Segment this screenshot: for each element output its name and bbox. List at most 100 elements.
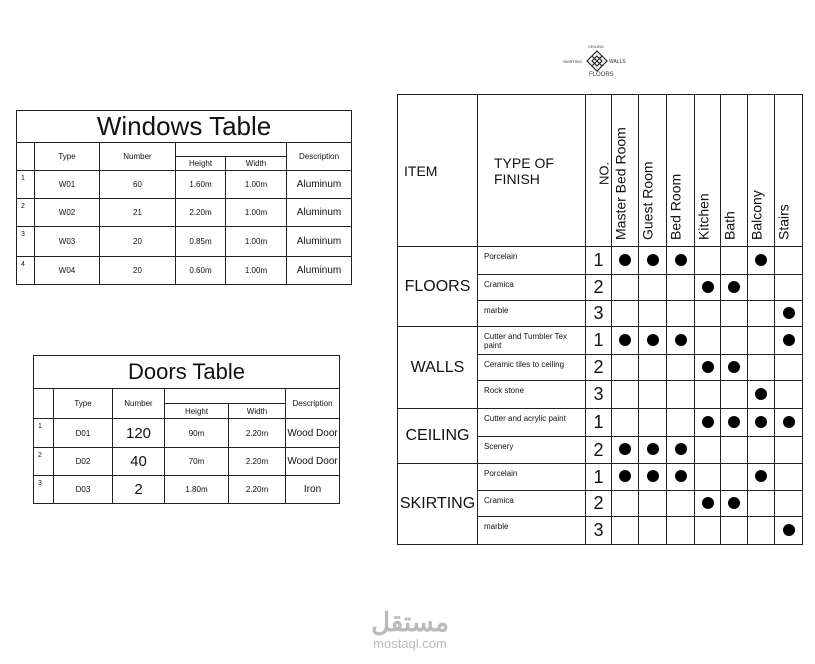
mark-cell <box>694 274 721 301</box>
filled-dot-icon <box>674 333 687 346</box>
mark-cell <box>694 490 721 517</box>
filled-dot-icon <box>755 253 767 266</box>
header-type: Type <box>53 388 113 419</box>
finish-number: 2 <box>585 436 612 464</box>
filled-dot-icon <box>782 306 795 319</box>
cell-description: Wood Door <box>284 418 341 448</box>
windows-table-title: Windows Table <box>15 110 353 143</box>
cell-description: Iron <box>284 475 341 504</box>
mark-cell <box>720 246 748 275</box>
cell-number: 2 <box>112 475 165 504</box>
filled-dot-icon <box>701 360 714 373</box>
mark-cell <box>638 326 667 355</box>
header-width: Width <box>228 403 286 419</box>
mark-cell <box>747 380 775 409</box>
cell-type: W01 <box>34 170 100 199</box>
cell-type: W03 <box>34 226 100 257</box>
mark-cell <box>638 490 667 517</box>
orientation-legend: CEILING SKIRTING WALLS FLOORS <box>563 44 626 82</box>
filled-dot-icon <box>701 496 714 509</box>
mark-cell <box>611 246 639 275</box>
filled-dot-icon <box>619 443 631 455</box>
cell-idx: 2 <box>16 198 35 227</box>
mark-cell <box>774 354 803 381</box>
mark-cell <box>666 300 695 327</box>
finish-type: Cramica <box>477 274 586 301</box>
filled-dot-icon <box>755 470 767 482</box>
mark-cell <box>666 274 695 301</box>
header-type-of-finish: TYPE OF FINISH <box>477 94 586 247</box>
mark-cell <box>666 516 695 545</box>
mark-cell <box>666 463 695 491</box>
room-header: Guest Room <box>638 94 667 247</box>
mark-cell <box>638 436 667 464</box>
mark-cell <box>720 380 748 409</box>
mostaql-watermark: مستقل mostaql.com <box>340 608 480 651</box>
mark-cell <box>720 516 748 545</box>
cell-idx: 4 <box>16 256 35 285</box>
mark-cell <box>694 326 721 355</box>
cell-type: W04 <box>34 256 100 285</box>
mark-cell <box>611 274 639 301</box>
finish-type: marble <box>477 300 586 327</box>
mark-cell <box>611 354 639 381</box>
finish-type: Cutter and acrylic paint <box>477 408 586 437</box>
cell-number: 60 <box>99 170 176 199</box>
mark-cell <box>720 274 748 301</box>
mark-cell <box>747 326 775 355</box>
room-header: Bath <box>720 94 748 247</box>
room-header: Bed Room <box>666 94 695 247</box>
room-header: Master Bed Room <box>611 94 639 247</box>
mark-cell <box>611 463 639 491</box>
mark-cell <box>611 490 639 517</box>
cell-idx: 1 <box>33 418 54 448</box>
cell-number: 40 <box>112 447 165 476</box>
mark-cell <box>720 354 748 381</box>
mark-cell <box>774 274 803 301</box>
cell-idx: 3 <box>33 475 54 504</box>
finish-type: Rock stone <box>477 380 586 409</box>
mark-cell <box>774 516 803 545</box>
mark-cell <box>747 246 775 275</box>
legend-top: CEILING <box>588 44 605 49</box>
mark-cell <box>747 354 775 381</box>
finish-type: Ceramic tiles to ceiling <box>477 354 586 381</box>
room-header: Kitchen <box>694 94 721 247</box>
finish-type: Scenery <box>477 436 586 464</box>
cell-height: 1.80m <box>164 475 229 504</box>
cell-idx: 2 <box>33 447 54 476</box>
header-number: Number <box>112 388 165 419</box>
mark-cell <box>638 274 667 301</box>
mark-cell <box>694 300 721 327</box>
filled-dot-icon <box>674 470 687 482</box>
cell-height: 90m <box>164 418 229 448</box>
mark-cell <box>774 326 803 355</box>
mark-cell <box>774 490 803 517</box>
legend-left: SKIRTING <box>563 59 582 64</box>
mark-cell <box>638 516 667 545</box>
finish-number: 1 <box>585 246 612 275</box>
mark-cell <box>774 408 803 437</box>
cell-height: 2.20m <box>175 198 226 227</box>
cell-type: D01 <box>53 418 113 448</box>
room-header: Stairs <box>774 94 803 247</box>
finish-number: 3 <box>585 380 612 409</box>
finish-number: 1 <box>585 463 612 491</box>
mark-cell <box>774 246 803 275</box>
mark-cell <box>720 326 748 355</box>
filled-dot-icon <box>755 415 767 428</box>
mark-cell <box>694 354 721 381</box>
mark-cell <box>774 380 803 409</box>
item-label: WALLS <box>397 326 478 409</box>
mark-cell <box>774 436 803 464</box>
filled-dot-icon <box>728 496 740 509</box>
cell-description: Aluminum <box>285 170 353 199</box>
doors-table-title: Doors Table <box>32 355 341 389</box>
mark-cell <box>666 246 695 275</box>
